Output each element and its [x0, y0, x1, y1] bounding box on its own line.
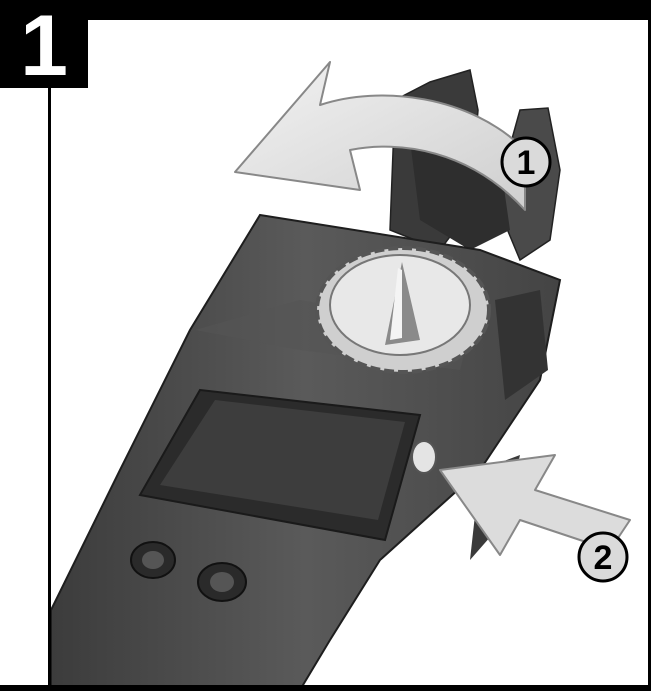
frame-bottom-border — [0, 685, 651, 691]
callout-1: 1 — [500, 136, 552, 188]
frame-left-border — [48, 88, 51, 685]
callout-2: 2 — [577, 531, 629, 583]
side-button — [411, 440, 437, 474]
lcd-display — [138, 388, 422, 542]
push-arrow — [439, 454, 631, 556]
rotation-arrow — [234, 61, 526, 211]
clamp-meter-illustration: 1 2 — [51, 20, 648, 685]
step-number-badge: 1 — [0, 0, 88, 92]
callout-2-label: 2 — [594, 539, 613, 577]
header-bar — [88, 0, 651, 20]
callout-1-label: 1 — [517, 144, 536, 182]
frame-right-border — [648, 20, 651, 685]
rotary-dial — [315, 246, 491, 374]
input-jacks — [130, 541, 247, 602]
